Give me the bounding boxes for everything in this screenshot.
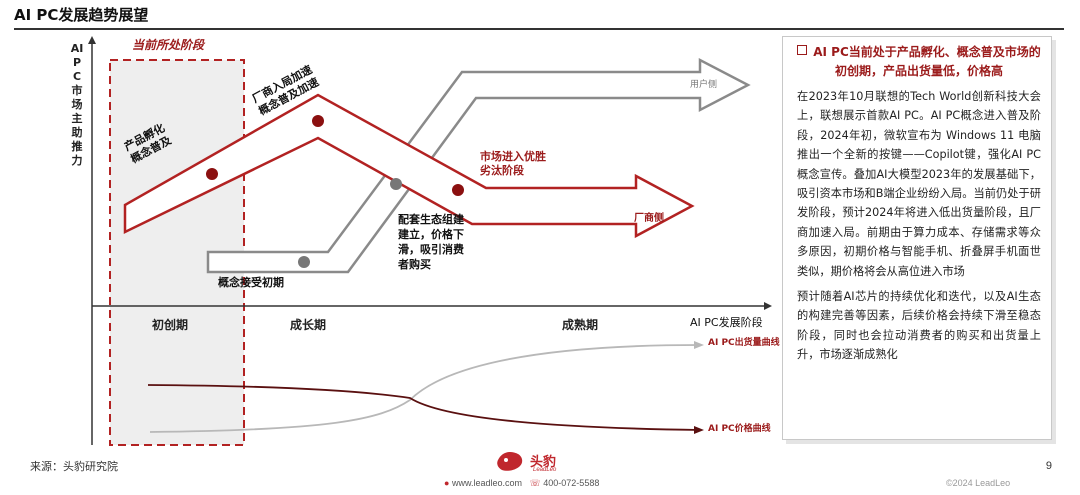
vendor-side-arrow (123, 93, 695, 239)
note-heading-text: AI PC当前处于产品孵化、概念普及市场的初创期，产品出货量低，价格高 (813, 45, 1041, 78)
web-icon: ● (444, 478, 450, 488)
phase-startup: 初创期 (152, 318, 189, 332)
square-bullet-icon (797, 45, 808, 55)
current-stage-label: 当前所处阶段 (132, 38, 205, 52)
x-axis-label: AI PC发展阶段 (690, 316, 763, 329)
title-divider (14, 28, 1064, 30)
price-curve (147, 384, 701, 431)
phase-growth: 成长期 (290, 318, 327, 332)
note-panel: AI PC当前处于产品孵化、概念普及市场的初创期，产品出货量低，价格高 在202… (782, 36, 1052, 440)
user-dot-early (298, 256, 310, 268)
user-dot-ecosystem (390, 178, 402, 190)
user-side-arrow (206, 57, 751, 274)
price-curve-arrow (694, 426, 704, 434)
note-heading: AI PC当前处于产品孵化、概念普及市场的初创期，产品出货量低，价格高 (797, 43, 1041, 81)
note-paragraph-1: 在2023年10月联想的Tech World创新科技大会上，联想展示首款AI P… (797, 90, 1041, 278)
page-title: AI PC发展趋势展望 (14, 6, 149, 24)
source-note: 来源：头豹研究院 (30, 460, 118, 473)
page-number: 9 (1045, 460, 1052, 472)
shipment-curve-label: AI PC出货量曲线 (708, 338, 780, 348)
contact-web[interactable]: www.leadleo.com (451, 478, 522, 488)
y-axis-arrow (88, 36, 96, 44)
phase-mature: 成熟期 (562, 318, 599, 332)
logo-subtext: LeadLeo (533, 467, 557, 473)
x-axis-arrow (764, 302, 772, 310)
contact-info: ● www.leadleo.com ☏ 400-072-5588 (444, 478, 599, 489)
vendor-side-label: 厂商侧 (634, 213, 664, 224)
note-paragraph-2: 预计随着AI芯片的持续优化和迭代，以及AI生态的构建完善等因素，后续价格会持续下… (797, 290, 1041, 362)
user-milestone-ecosystem: 配套生态组建 建立，价格下 滑，吸引消费 者购买 (398, 213, 464, 271)
user-side-label: 用户侧 (690, 80, 718, 90)
copyright: ©2024 LeadLeo (946, 478, 1011, 488)
shipment-curve-arrow (694, 341, 704, 349)
price-curve-label: AI PC价格曲线 (708, 424, 771, 434)
vendor-dot-entry (312, 115, 324, 127)
vendor-milestone-mature: 市场进入优胜 劣汰阶段 (480, 150, 546, 178)
user-milestone-early: 概念接受初期 (218, 276, 284, 289)
contact-phone: 400-072-5588 (543, 478, 600, 488)
y-axis-label: AI PC市场主助推力 (70, 42, 88, 167)
phone-icon: ☏ (529, 478, 541, 488)
leadleo-logo-icon (497, 452, 523, 471)
logo-text: 头豹 (530, 455, 557, 470)
vendor-dot-incubation (206, 168, 218, 180)
vendor-dot-mature (452, 184, 464, 196)
shipment-curve (149, 344, 701, 433)
